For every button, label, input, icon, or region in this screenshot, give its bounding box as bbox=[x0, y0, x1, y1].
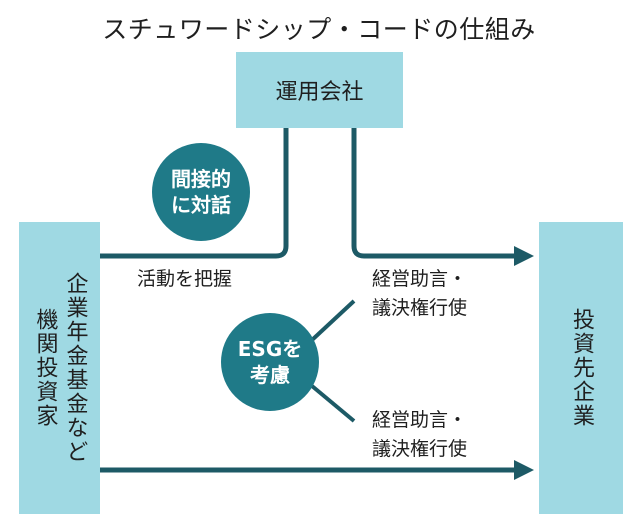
advice-upper-line-2: 議決権行使 bbox=[372, 297, 468, 319]
connector-monitoring bbox=[100, 128, 289, 259]
esg-consideration-line-2: 考慮 bbox=[250, 363, 290, 387]
esg-consideration-line-1: ESGを bbox=[237, 337, 303, 361]
institutional-investors-box: 機関投資家 企業年金基金など bbox=[19, 222, 100, 514]
indirect-dialogue-badge: 間接的 に対話 bbox=[152, 143, 250, 241]
investee-companies-box: 投資先企業 bbox=[539, 222, 623, 514]
esg-link-lower bbox=[310, 384, 356, 423]
advice-lower-line-2: 議決権行使 bbox=[372, 438, 468, 460]
indirect-dialogue-line-2: に対話 bbox=[171, 193, 231, 217]
connector-manager-to-companies bbox=[351, 128, 516, 259]
asset-manager-label: 運用会社 bbox=[275, 80, 364, 105]
diagram-title: スチュワードシップ・コードの仕組み bbox=[102, 15, 536, 44]
arrowhead-lower bbox=[514, 460, 534, 480]
arrowhead-upper bbox=[514, 246, 534, 266]
advice-upper-line-1: 経営助言・ bbox=[372, 268, 468, 290]
advice-voting-label-upper: 経営助言・ 議決権行使 bbox=[372, 265, 467, 323]
activity-monitoring-label: 活動を把握 bbox=[137, 268, 233, 290]
advice-voting-label-lower: 経営助言・ 議決権行使 bbox=[372, 406, 467, 464]
esg-consideration-badge: ESGを 考慮 bbox=[221, 313, 319, 411]
asset-manager-box: 運用会社 bbox=[236, 52, 403, 128]
esg-link-upper bbox=[310, 299, 356, 342]
institutional-investors-examples: 企業年金基金など bbox=[62, 272, 88, 464]
indirect-dialogue-line-1: 間接的 bbox=[171, 167, 231, 191]
institutional-investors-label: 機関投資家 bbox=[32, 308, 58, 428]
investee-companies-label: 投資先企業 bbox=[569, 308, 594, 428]
advice-lower-line-1: 経営助言・ bbox=[372, 409, 468, 431]
